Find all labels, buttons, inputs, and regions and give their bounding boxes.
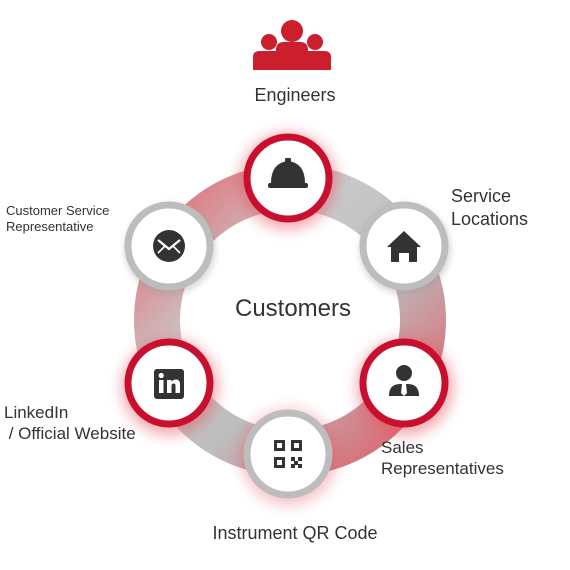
linkedin-icon — [154, 369, 184, 399]
label-csr-line-1: Customer Service — [6, 203, 110, 218]
label-sales-line-1: Sales — [381, 438, 424, 457]
center-circle — [187, 217, 393, 423]
qr-code-icon — [274, 440, 302, 468]
label-service-locations: Service Locations — [451, 185, 528, 230]
node-qr-code[interactable] — [241, 409, 337, 505]
person-tie-icon — [389, 365, 419, 396]
center-label: Customers — [234, 295, 352, 322]
label-instrument-qr-code: Instrument QR Code — [212, 523, 378, 543]
helmet-icon — [268, 158, 308, 188]
label-linkedin-line-1: LinkedIn — [4, 403, 69, 422]
label-customer-service: Customer Service Representative — [6, 203, 109, 236]
label-csr-line-2: Representative — [6, 219, 94, 235]
label-service-line-1: Service — [451, 186, 512, 206]
label-linkedin-line-2: / Official Website — [4, 424, 136, 444]
label-service-line-2: Locations — [451, 208, 529, 229]
label-engineers: Engineers — [254, 85, 336, 105]
envelope-icon — [153, 230, 185, 262]
engineers-group-icon — [253, 20, 331, 70]
node-sales-representatives[interactable] — [357, 338, 453, 435]
house-icon — [387, 231, 421, 262]
node-customer-service[interactable] — [124, 201, 216, 295]
label-sales-line-2: Representatives — [381, 459, 504, 479]
node-linkedin[interactable] — [122, 338, 218, 435]
label-linkedin: LinkedIn / Official Website — [4, 402, 136, 445]
label-sales-representatives: Sales Representatives — [381, 437, 504, 480]
node-service-locations[interactable] — [359, 201, 451, 295]
node-helmet[interactable] — [240, 133, 336, 229]
